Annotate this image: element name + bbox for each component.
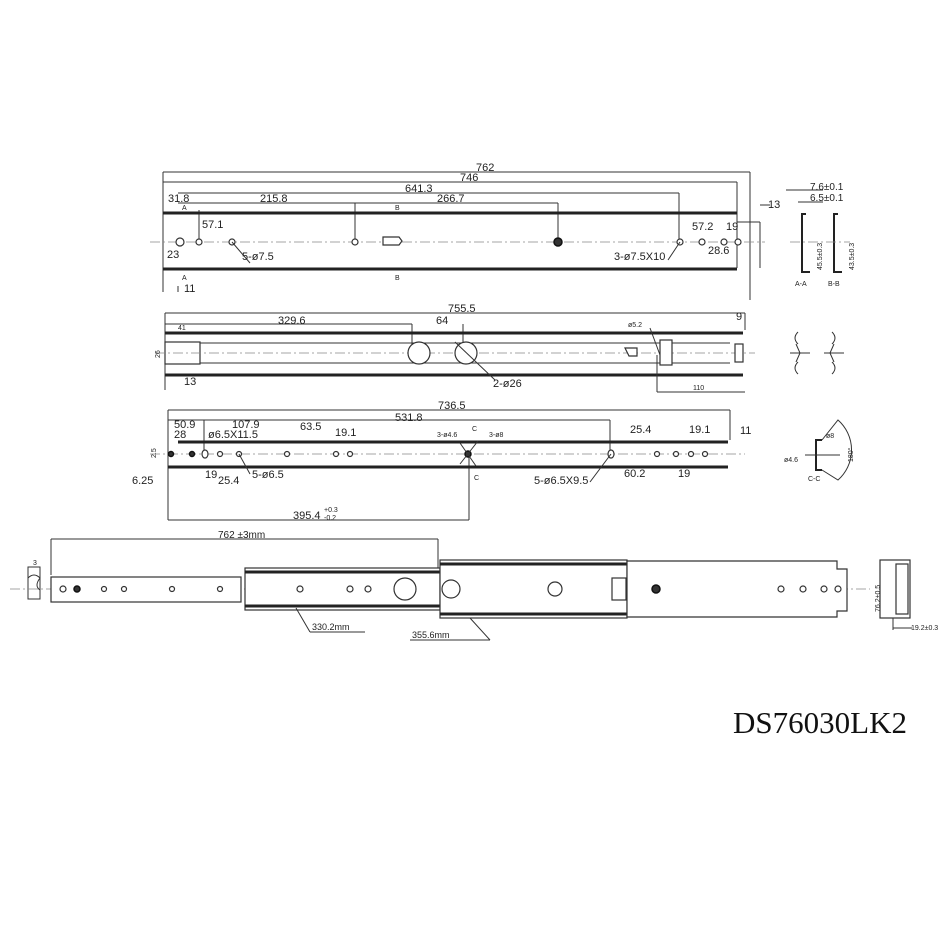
dim-slot-6-5x11-5: ø6.5X11.5 xyxy=(208,429,258,441)
dim-3: 3 xyxy=(33,560,37,567)
dim-57-1: 57.1 xyxy=(202,219,223,231)
section-width-2: 6.5±0.1 xyxy=(810,193,844,204)
dim-3-holes-4-6: 3-ø4.6 xyxy=(437,432,457,439)
section-height-1: 45.5±0.3 xyxy=(817,243,824,270)
dim-107-9: 107.9 xyxy=(232,419,260,431)
section-c-d8: ø8 xyxy=(826,433,834,440)
dim-13: 13 xyxy=(184,376,196,388)
section-a-a-b-b: 7.6±0.1 6.5±0.1 45.5±0.3 43.5±0.3 A-A B-… xyxy=(786,182,856,288)
dim-3-holes-8: 3-ø8 xyxy=(489,432,504,439)
dim-6-25: 6.25 xyxy=(132,475,153,487)
dim-19: 19 xyxy=(726,221,738,233)
dim-531-8: 531.8 xyxy=(395,412,423,424)
section-height-2: 43.5±0.3 xyxy=(849,243,856,270)
dim-736-5: 736.5 xyxy=(438,400,466,412)
dim-3-slots: 3-ø7.5X10 xyxy=(614,251,665,263)
cut-a-bottom: A xyxy=(182,275,187,282)
dim-11: 11 xyxy=(184,283,195,295)
dim-5-slots-6-5x9-5: 5-ø6.5X9.5 xyxy=(534,475,588,487)
dim-5-holes-6-5: 5-ø6.5 xyxy=(252,469,284,481)
section-width-1: 7.6±0.1 xyxy=(810,182,844,193)
dim-d5-2: ø5.2 xyxy=(628,322,642,329)
dim-26: 26 xyxy=(155,350,162,358)
cut-c-bottom: C xyxy=(474,475,479,482)
dim-19-left: 19 xyxy=(205,469,217,481)
view-intermediate-member: 755.5 329.6 64 41 13 2-ø26 ø5.2 9 110 26 xyxy=(155,303,844,393)
dim-50-9: 50.9 xyxy=(174,419,195,431)
dim-31-8: 31.8 xyxy=(168,193,189,205)
dim-64: 64 xyxy=(436,315,448,327)
dim-57-2: 57.2 xyxy=(692,221,713,233)
dim-11: 11 xyxy=(740,425,751,437)
dim-355-6mm: 355.6mm xyxy=(412,630,450,640)
dim-641-3: 641.3 xyxy=(405,183,433,195)
dim-5-holes: 5-ø7.5 xyxy=(242,251,274,263)
dim-28: 28 xyxy=(174,429,186,441)
dim-28-6: 28.6 xyxy=(708,245,729,257)
dim-110: 110 xyxy=(693,385,704,392)
dim-395-4: 395.4 xyxy=(293,510,321,522)
dim-25-4-right: 25.4 xyxy=(630,424,651,436)
dim-60-2: 60.2 xyxy=(624,468,645,480)
dim-215-8: 215.8 xyxy=(260,193,288,205)
dim-746: 746 xyxy=(460,172,478,184)
dim-19-2: 19.2±0.3 xyxy=(911,625,938,632)
dim-266-7: 266.7 xyxy=(437,193,465,205)
cut-a-top: A xyxy=(182,205,187,212)
cut-b-top: B xyxy=(395,205,400,212)
tol-minus: -0.2 xyxy=(324,515,336,522)
section-label-b: B-B xyxy=(828,281,840,288)
dim-762-3mm: 762 ±3mm xyxy=(218,530,265,541)
view-assembled-extended: 762 ±3mm 330.2mm 355.6mm 3 76.2±0.5 19.2… xyxy=(10,530,938,641)
section-c-d4-6: ø4.6 xyxy=(784,457,798,464)
cut-c-top: C xyxy=(472,426,477,433)
model-number: DS76030LK2 xyxy=(733,705,907,740)
dim-762: 762 xyxy=(476,162,494,174)
dim-329-6: 329.6 xyxy=(278,315,306,327)
dim-2-5: 2.5 xyxy=(151,448,158,458)
section-label-a: A-A xyxy=(795,281,807,288)
dim-19-1-right: 19.1 xyxy=(689,424,710,436)
dim-13: 13 xyxy=(768,199,780,211)
dim-9: 9 xyxy=(736,311,742,323)
view-outer-member: 762 746 641.3 266.7 31.8 215.8 57.1 5-ø7… xyxy=(150,162,780,300)
dim-76-2: 76.2±0.5 xyxy=(875,585,882,612)
section-c-label: C-C xyxy=(808,476,820,483)
dim-19-1: 19.1 xyxy=(335,427,356,439)
dim-63-5: 63.5 xyxy=(300,421,321,433)
dim-2-holes: 2-ø26 xyxy=(493,378,522,390)
dim-330-2mm: 330.2mm xyxy=(312,622,350,632)
cut-b-bottom: B xyxy=(395,275,400,282)
dim-755-5: 755.5 xyxy=(448,303,476,315)
dim-19-right: 19 xyxy=(678,468,690,480)
section-c-c: ø8 ø4.6 180° C-C xyxy=(784,419,855,483)
dim-25-4-left: 25.4 xyxy=(218,475,239,487)
dim-23: 23 xyxy=(167,249,179,261)
view-inner-member: 736.5 531.8 50.9 28 107.9 ø6.5X11.5 63.5… xyxy=(132,400,751,522)
tol-plus: +0.3 xyxy=(324,507,338,514)
dim-41: 41 xyxy=(178,325,186,332)
section-c-angle: 180° xyxy=(847,447,855,462)
